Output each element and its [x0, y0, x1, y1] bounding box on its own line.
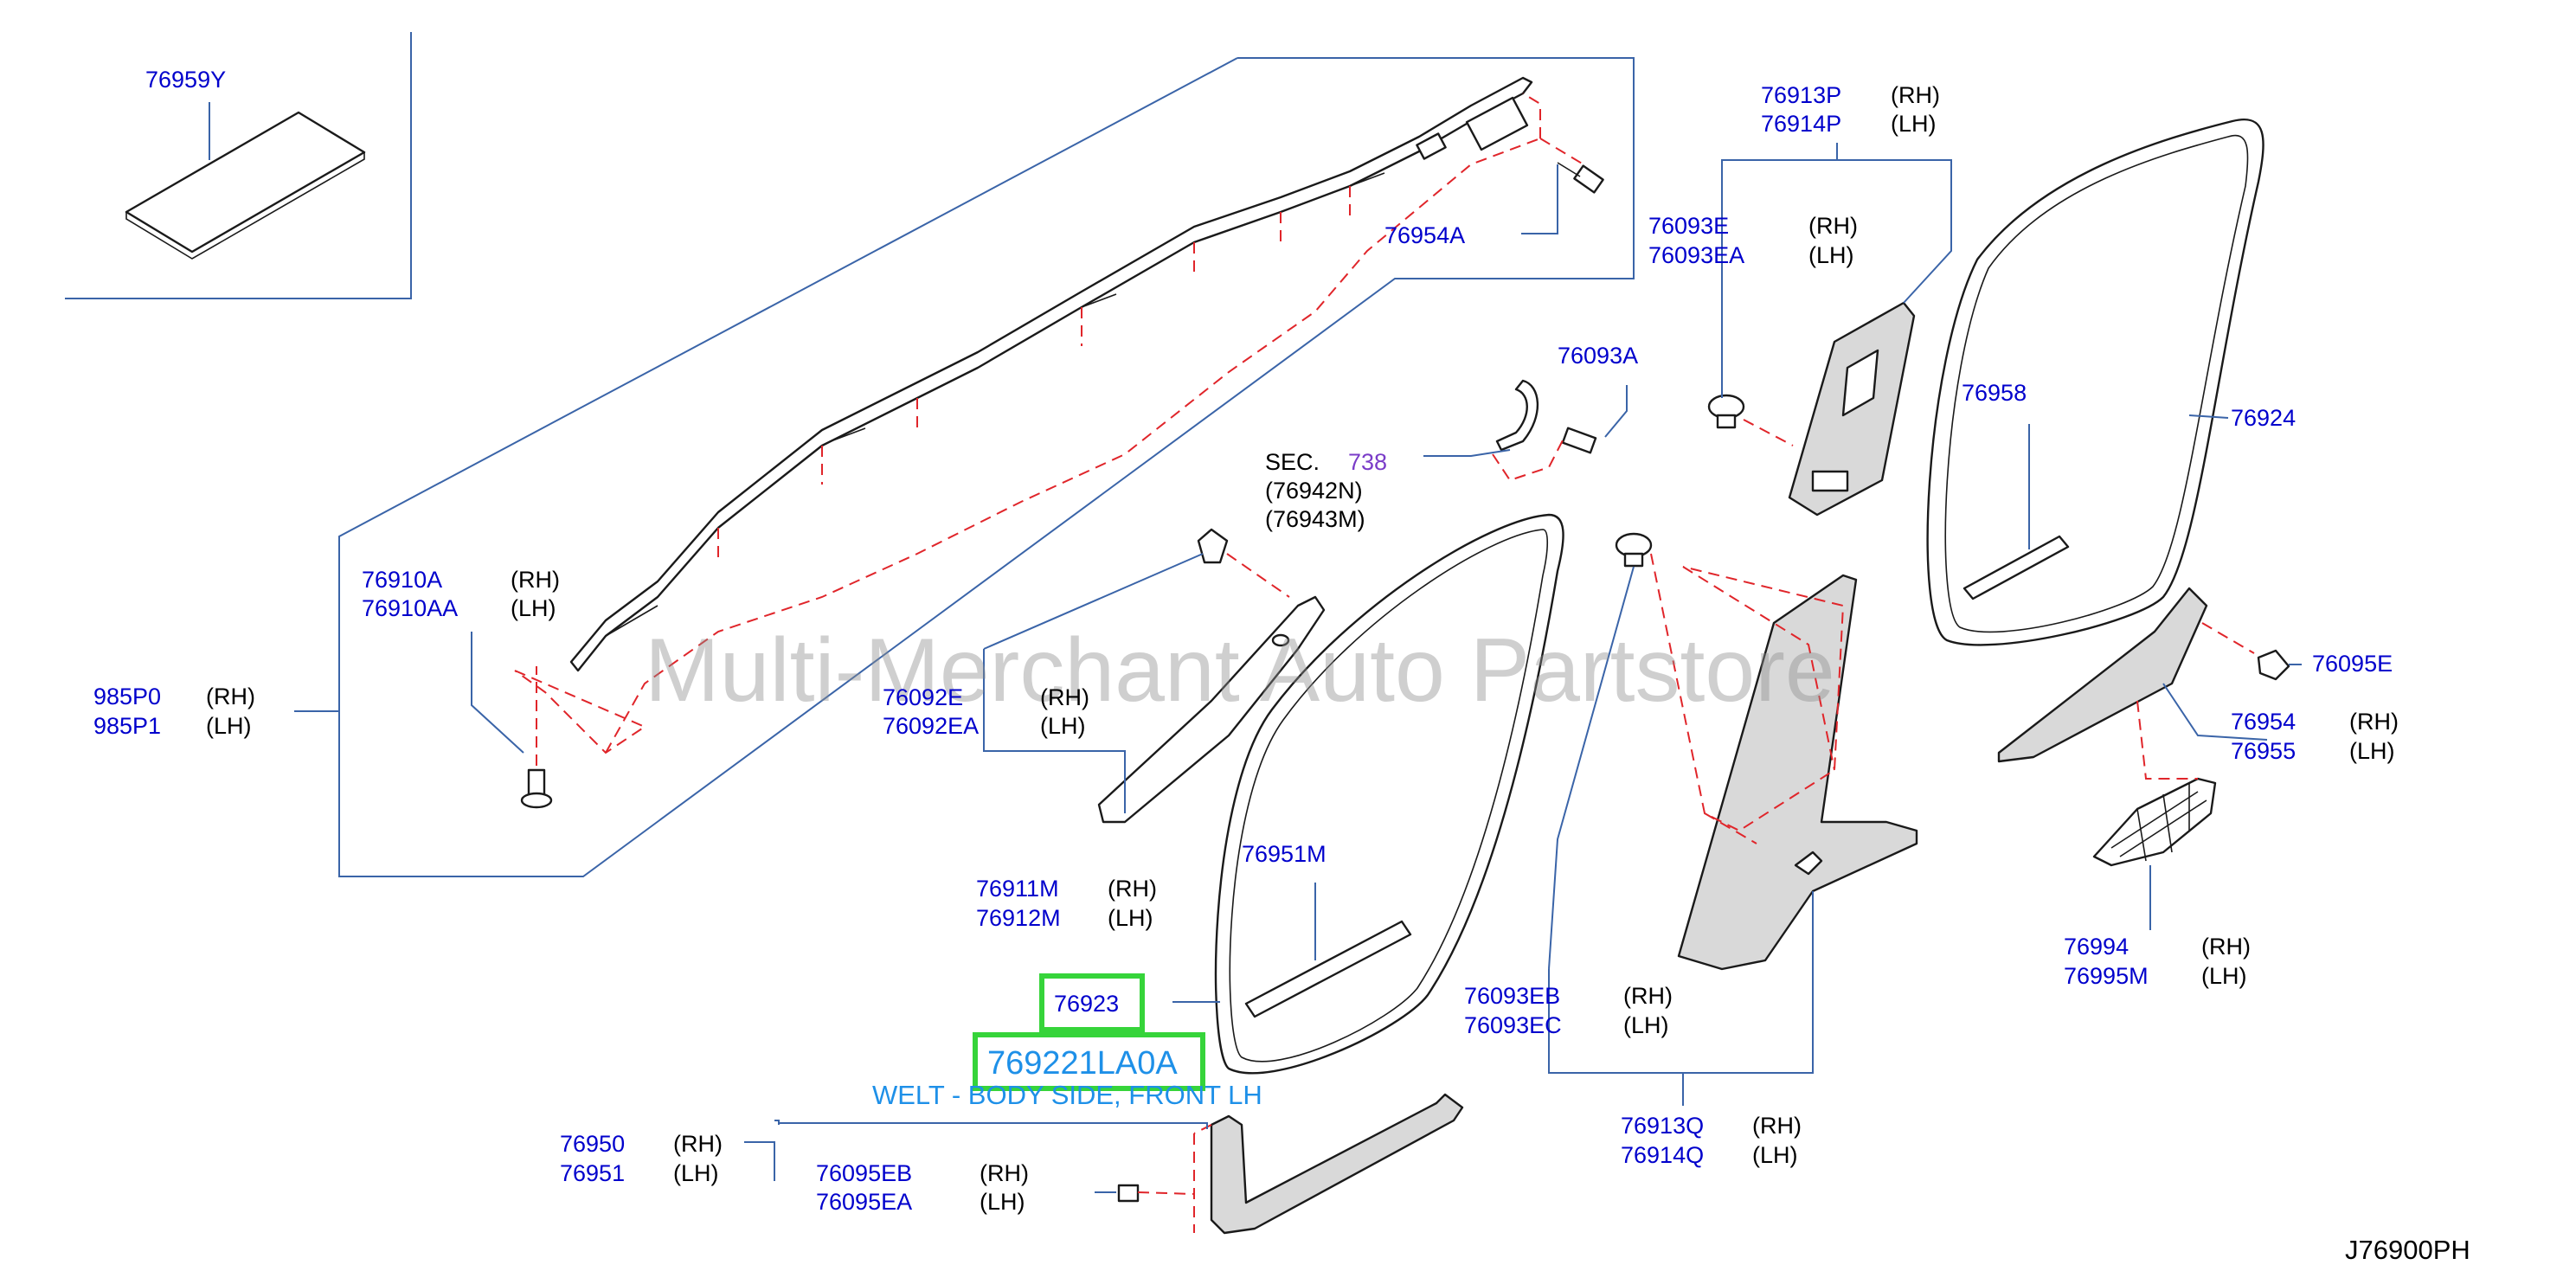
label-76954A[interactable]: 76954A — [1384, 222, 1465, 248]
floor-mat-part[interactable] — [125, 111, 366, 260]
label-76093A[interactable]: 76093A — [1558, 343, 1638, 369]
watermark: Multi-Merchant Auto Partstore — [645, 620, 1835, 721]
label-76093EA[interactable]: 76093EA — [1648, 242, 1744, 268]
side-76093EA: (LH) — [1808, 242, 1854, 268]
bolt-76910A-part[interactable] — [520, 666, 553, 809]
clip-76095E-part[interactable] — [2257, 649, 2290, 681]
center-pillar-upper-finisher-part[interactable] — [1788, 301, 1916, 517]
label-76910AA[interactable]: 76910AA — [362, 595, 458, 621]
grille-phantom — [2136, 700, 2198, 780]
label-76951M[interactable]: 76951M — [1242, 841, 1327, 867]
bolt-76954A-part[interactable] — [1557, 162, 1604, 194]
rear-door-weatherstrip-part[interactable] — [1926, 119, 2264, 646]
kicking-plate-phantom — [1137, 1124, 1212, 1233]
side-76914P: (LH) — [1891, 111, 1937, 137]
side-76911M: (RH) — [1108, 876, 1157, 902]
kicking-plate-76958-part[interactable] — [1963, 535, 2070, 600]
label-76093EC[interactable]: 76093EC — [1464, 1012, 1562, 1038]
side-76093EB: (RH) — [1623, 983, 1673, 1009]
label-76910A[interactable]: 76910A — [362, 567, 442, 593]
label-76095EB[interactable]: 76095EB — [816, 1160, 912, 1186]
clip-76093A-part[interactable] — [1492, 379, 1597, 482]
label-76912M[interactable]: 76912M — [976, 905, 1061, 931]
label-76923[interactable]: 76923 — [1054, 991, 1119, 1017]
grille-76994-part[interactable] — [2092, 777, 2217, 867]
clip-76093E-part[interactable] — [1707, 394, 1745, 429]
sec-prefix: SEC. — [1265, 449, 1320, 475]
curtain-airbag-part[interactable] — [569, 76, 1533, 672]
side-76913Q: (RH) — [1752, 1113, 1802, 1139]
inset-frame — [65, 32, 412, 299]
label-76913Q[interactable]: 76913Q — [1621, 1113, 1704, 1139]
side-76095EB: (RH) — [980, 1160, 1029, 1186]
sec-number[interactable]: 738 — [1348, 449, 1387, 475]
label-76093EB[interactable]: 76093EB — [1464, 983, 1560, 1009]
side-76914Q: (LH) — [1752, 1142, 1798, 1168]
label-76959Y[interactable]: 76959Y — [145, 67, 226, 93]
label-76942N[interactable]: (76942N) — [1265, 478, 1363, 504]
label-76092EA[interactable]: 76092EA — [883, 713, 979, 739]
clip-76092E-phantom — [1226, 553, 1290, 598]
diagram-code: J76900PH — [2345, 1235, 2470, 1265]
label-76958[interactable]: 76958 — [1962, 380, 2027, 406]
clip-76093E-phantom — [1743, 419, 1794, 446]
side-76913P: (RH) — [1891, 82, 1940, 108]
side-76994: (RH) — [2201, 934, 2251, 960]
label-76095E[interactable]: 76095E — [2312, 651, 2393, 677]
side-76092E: (RH) — [1040, 684, 1089, 710]
clip-76092E-part[interactable] — [1197, 528, 1229, 564]
clip-76095EB-part[interactable] — [1117, 1184, 1140, 1203]
side-76912M: (LH) — [1108, 905, 1153, 931]
airbag-group-frame — [338, 57, 1635, 877]
leader-lines — [209, 102, 2302, 1193]
label-76951[interactable]: 76951 — [560, 1160, 625, 1186]
clip-76095E-phantom — [2201, 622, 2255, 654]
airbag-phantom-lines — [514, 93, 1584, 754]
label-985P1[interactable]: 985P1 — [93, 713, 161, 739]
side-76910A: (RH) — [511, 567, 560, 593]
front-pillar-garnish-part[interactable] — [1097, 595, 1326, 824]
label-76924[interactable]: 76924 — [2231, 405, 2296, 431]
side-76093E: (RH) — [1808, 213, 1858, 239]
clip-76093EB-part[interactable] — [1615, 532, 1653, 568]
side-76093EC: (LH) — [1623, 1012, 1669, 1038]
kicking-plate-76951M-part[interactable] — [1244, 920, 1412, 1018]
side-76995M: (LH) — [2201, 963, 2247, 989]
front-door-welt-part[interactable] — [1214, 513, 1564, 1075]
center-pillar-lower-finisher-part[interactable] — [1677, 574, 1918, 971]
label-76913P[interactable]: 76913P — [1761, 82, 1841, 108]
label-76911M[interactable]: 76911M — [976, 876, 1059, 902]
label-76092E[interactable]: 76092E — [883, 684, 963, 710]
label-76914P[interactable]: 76914P — [1761, 111, 1841, 137]
rear-kicking-plate-76954-part[interactable] — [1997, 587, 2208, 763]
label-76955[interactable]: 76955 — [2231, 738, 2296, 764]
side-985P0: (RH) — [206, 684, 255, 709]
label-985P0[interactable]: 985P0 — [93, 684, 161, 709]
side-76951: (LH) — [673, 1160, 719, 1186]
side-76095EA: (LH) — [980, 1189, 1025, 1215]
highlight-box-part-number[interactable] — [973, 1032, 1205, 1091]
label-76954[interactable]: 76954 — [2231, 709, 2296, 735]
highlight-box-76923[interactable] — [1039, 973, 1145, 1032]
label-76943M[interactable]: (76943M) — [1265, 506, 1365, 532]
center-pillar-phantom-lines — [1650, 553, 1845, 844]
highlight-part-number[interactable]: 769221LA0A — [987, 1045, 1178, 1082]
highlight-description: WELT - BODY SIDE, FRONT LH — [872, 1080, 1262, 1110]
side-76910AA: (LH) — [511, 595, 556, 621]
label-76093E[interactable]: 76093E — [1648, 213, 1729, 239]
side-76954: (RH) — [2349, 709, 2399, 735]
side-76092EA: (LH) — [1040, 713, 1086, 739]
label-76095EA[interactable]: 76095EA — [816, 1189, 912, 1215]
side-76950: (RH) — [673, 1131, 723, 1157]
label-76950[interactable]: 76950 — [560, 1131, 625, 1157]
front-kicking-plate-76950-part[interactable] — [1210, 1093, 1464, 1235]
side-76955: (LH) — [2349, 738, 2395, 764]
label-76914Q[interactable]: 76914Q — [1621, 1142, 1704, 1168]
label-76994[interactable]: 76994 — [2064, 934, 2129, 960]
label-76995M[interactable]: 76995M — [2064, 963, 2149, 989]
side-985P1: (LH) — [206, 713, 252, 739]
